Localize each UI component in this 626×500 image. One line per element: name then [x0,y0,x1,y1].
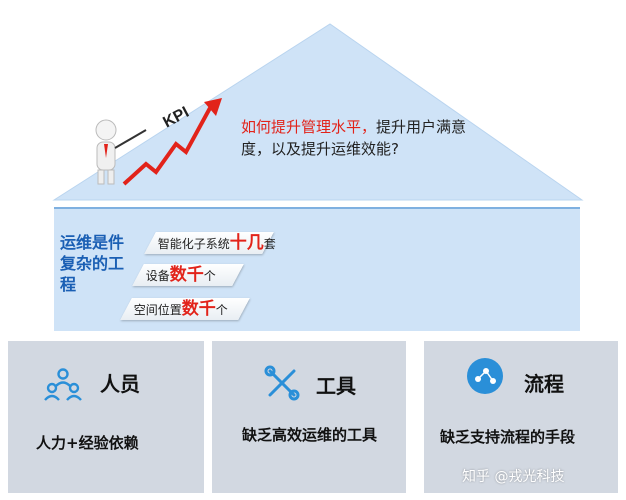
question-rest: 提升用户满意度，以及提升运维效能? [241,118,467,158]
watermark: 知乎 @戎光科技 [462,469,565,485]
presenter-figure-icon [95,119,147,185]
question-highlight: 如何提升管理水平， [241,118,377,136]
card-title: 流程 [524,372,564,396]
flow-icon [467,358,503,394]
card-tools: 工具 缺乏高效运维的工具 [212,341,406,493]
card-text: 缺乏高效运维的工具 [242,426,378,444]
kpi-label: KPI [160,104,192,132]
complexity-item-devices: 设备数千个 [132,264,244,286]
kpi-growth-illustration: KPI [95,98,222,186]
roof-shape [52,23,584,201]
people-icon [44,368,82,401]
tools-icon [264,365,300,401]
complexity-item-subsystems: 智能化子系统十几套 [144,232,276,254]
card-text: 人力+经验依赖 [36,434,139,452]
growth-line [122,107,212,186]
card-text: 缺乏支持流程的手段 [440,428,576,446]
roof-question: 如何提升管理水平，提升用户满意度，以及提升运维效能? [241,116,471,160]
complexity-item-locations: 空间位置数千个 [120,298,250,320]
card-process: 流程 缺乏支持流程的手段 [424,341,618,493]
card-title: 人员 [100,372,140,396]
arrow-head-icon [204,98,222,116]
card-people: 人员 人力+经验依赖 [8,341,204,493]
complexity-title: 运维是件复杂的工程 [60,233,125,294]
card-title: 工具 [316,374,356,398]
